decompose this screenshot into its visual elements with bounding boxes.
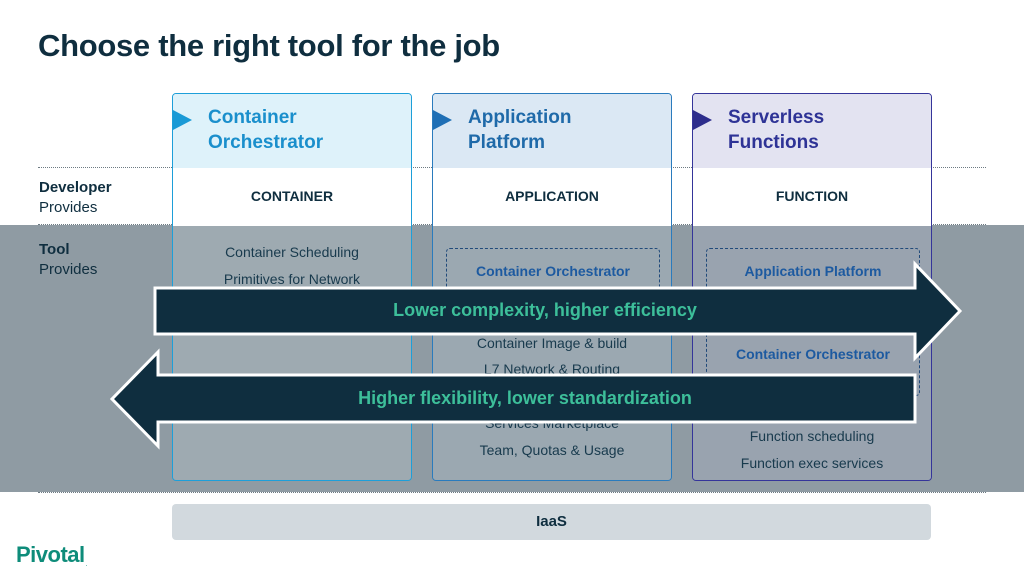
row-label-tool-bold: Tool [39, 241, 70, 258]
unit-label: APPLICATION [505, 188, 599, 204]
column-header: Serverless Functions [693, 94, 931, 168]
column-container-orchestrator: Container Orchestrator CONTAINER Contain… [172, 93, 412, 481]
column-title-line2: Orchestrator [208, 132, 324, 153]
page-title: Choose the right tool for the job [38, 28, 500, 63]
primitive-item: Function exec services [740, 455, 884, 471]
right-arrow [153, 260, 963, 362]
column-title-line1: Application [468, 107, 572, 128]
column-title: Container Orchestrator [208, 105, 323, 155]
tool-row: Container Scheduling Primitives for Netw… [173, 226, 411, 480]
column-serverless-functions: Serverless Functions FUNCTION Applicatio… [692, 93, 932, 481]
logo-mark: . [85, 561, 88, 568]
divider-bottom [38, 492, 986, 493]
flag-icon [433, 110, 452, 130]
iaas-bar: IaaS [172, 504, 931, 540]
row-label-tool-normal: Provides [39, 261, 98, 278]
right-arrow-label: Lower complexity, higher efficiency [393, 300, 697, 320]
developer-row [173, 168, 411, 226]
column-header: Container Orchestrator [173, 94, 411, 168]
logo-text: Pivotal [16, 542, 85, 567]
nested-layer-label: Container Orchestrator [735, 346, 891, 362]
tool-row: Application Platform Container Orchestra… [693, 226, 931, 480]
primitive-item: Team, Quotas & Usage [479, 442, 625, 458]
primitive-item: Primitives for Network [223, 271, 361, 287]
column-title-line2: Platform [468, 132, 546, 153]
unit-label: CONTAINER [250, 188, 334, 204]
left-arrow [109, 348, 917, 450]
column-title-line1: Serverless [728, 107, 825, 128]
pivotal-logo: Pivotal. [16, 542, 88, 568]
column-title-line1: Container [208, 107, 297, 128]
tool-row: Container Orchestrator Container Image &… [433, 226, 671, 480]
developer-row [693, 168, 931, 226]
column-title: Application Platform [468, 105, 571, 155]
inner-layer-box: Application Platform Container Orchestra… [706, 248, 920, 396]
column-header: Application Platform [433, 94, 671, 168]
inner-layer-label: Application Platform [744, 263, 882, 279]
primitive-item: L7 Network & Routing [483, 361, 621, 377]
unit-label: FUNCTION [775, 188, 849, 204]
inner-layer-label: Container Orchestrator [475, 263, 631, 279]
column-application-platform: Application Platform APPLICATION Contain… [432, 93, 672, 481]
primitive-item: Container Image & build [476, 335, 628, 351]
row-label-developer: Developer Provides [39, 178, 112, 218]
developer-row [433, 168, 671, 226]
column-title-line2: Functions [728, 132, 819, 153]
row-label-developer-bold: Developer [39, 179, 112, 196]
row-label-developer-normal: Provides [39, 199, 98, 216]
primitive-item: Container Scheduling [225, 244, 359, 260]
flag-icon [693, 110, 712, 130]
primitive-item: Function scheduling [749, 428, 875, 444]
left-arrow-label: Higher flexibility, lower standardizatio… [358, 388, 692, 408]
row-label-tool: Tool Provides [39, 240, 97, 280]
flag-icon [173, 110, 192, 130]
iaas-label: IaaS [536, 513, 567, 530]
column-title: Serverless Functions [728, 105, 824, 155]
